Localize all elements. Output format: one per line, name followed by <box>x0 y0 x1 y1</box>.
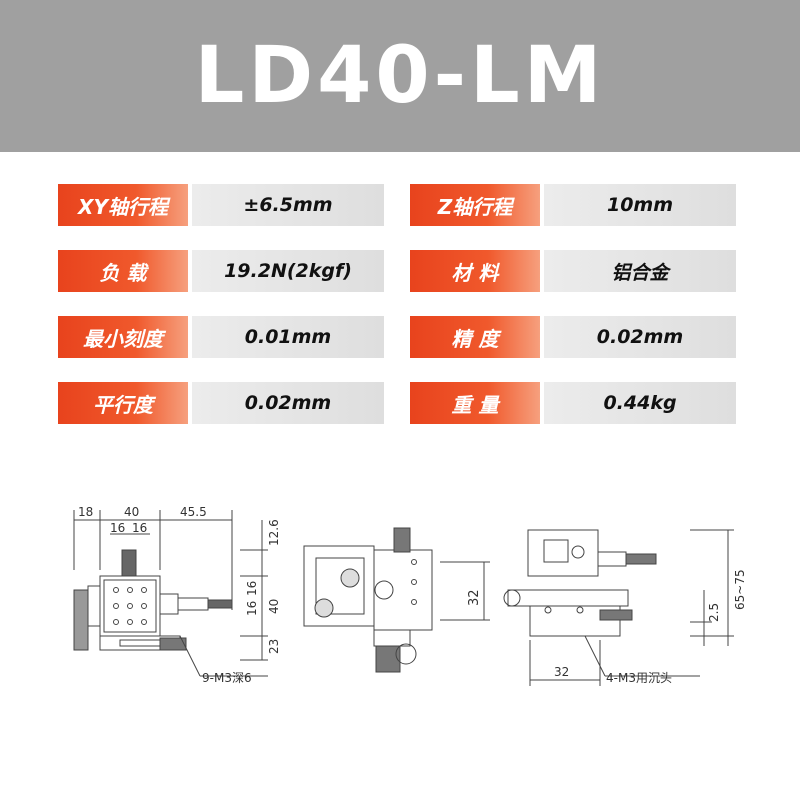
spec-value: 19.2N(2kgf) <box>192 250 384 292</box>
spec-value: ±6.5mm <box>192 184 384 226</box>
dim-label: 65~75 <box>733 569 747 610</box>
spec-label: 重 量 <box>410 382 540 424</box>
spec-row: XY轴行程 ±6.5mm Z轴行程 10mm <box>58 184 738 226</box>
spec-row: 平行度 0.02mm 重 量 0.44kg <box>58 382 738 424</box>
spec-label: 最小刻度 <box>58 316 188 358</box>
dim-label: 32 <box>554 665 569 679</box>
product-title: LD40-LM <box>194 31 606 121</box>
spec-value: 0.01mm <box>192 316 384 358</box>
spec-label: XY轴行程 <box>58 184 188 226</box>
spec-value: 铝合金 <box>544 250 736 292</box>
dim-label: 2.5 <box>707 603 721 622</box>
dim-label: 12.6 <box>267 519 281 546</box>
callout-label: 9-M3深6 <box>202 671 252 685</box>
dim-label: 16 <box>132 521 147 535</box>
callout-label: 4-M3用沉头 <box>606 671 672 685</box>
spec-value: 0.44kg <box>544 382 736 424</box>
dim-label: 18 <box>78 505 93 519</box>
spec-label: Z轴行程 <box>410 184 540 226</box>
spec-label: 平行度 <box>58 382 188 424</box>
spec-label: 精 度 <box>410 316 540 358</box>
dim-label: 23 <box>267 639 281 654</box>
spec-value: 10mm <box>544 184 736 226</box>
dim-label: 16 <box>110 521 125 535</box>
spec-row: 负 载 19.2N(2kgf) 材 料 铝合金 <box>58 250 738 292</box>
dim-label: 45.5 <box>180 505 207 519</box>
spec-table: XY轴行程 ±6.5mm Z轴行程 10mm 负 载 19.2N(2kgf) 材… <box>58 184 738 448</box>
spec-label: 材 料 <box>410 250 540 292</box>
spec-row: 最小刻度 0.01mm 精 度 0.02mm <box>58 316 738 358</box>
title-banner: LD40-LM <box>0 0 800 152</box>
dim-label: 40 <box>124 505 139 519</box>
dim-label: 40 <box>267 599 281 614</box>
dim-label: 16 <box>245 601 259 616</box>
spec-label: 负 载 <box>58 250 188 292</box>
spec-value: 0.02mm <box>544 316 736 358</box>
technical-drawing: 18 40 45.5 16 16 12.6 16 16 40 23 9-M3深6… <box>73 505 747 686</box>
spec-value: 0.02mm <box>192 382 384 424</box>
dim-label: 32 <box>467 589 482 606</box>
dim-label: 16 <box>245 581 259 596</box>
